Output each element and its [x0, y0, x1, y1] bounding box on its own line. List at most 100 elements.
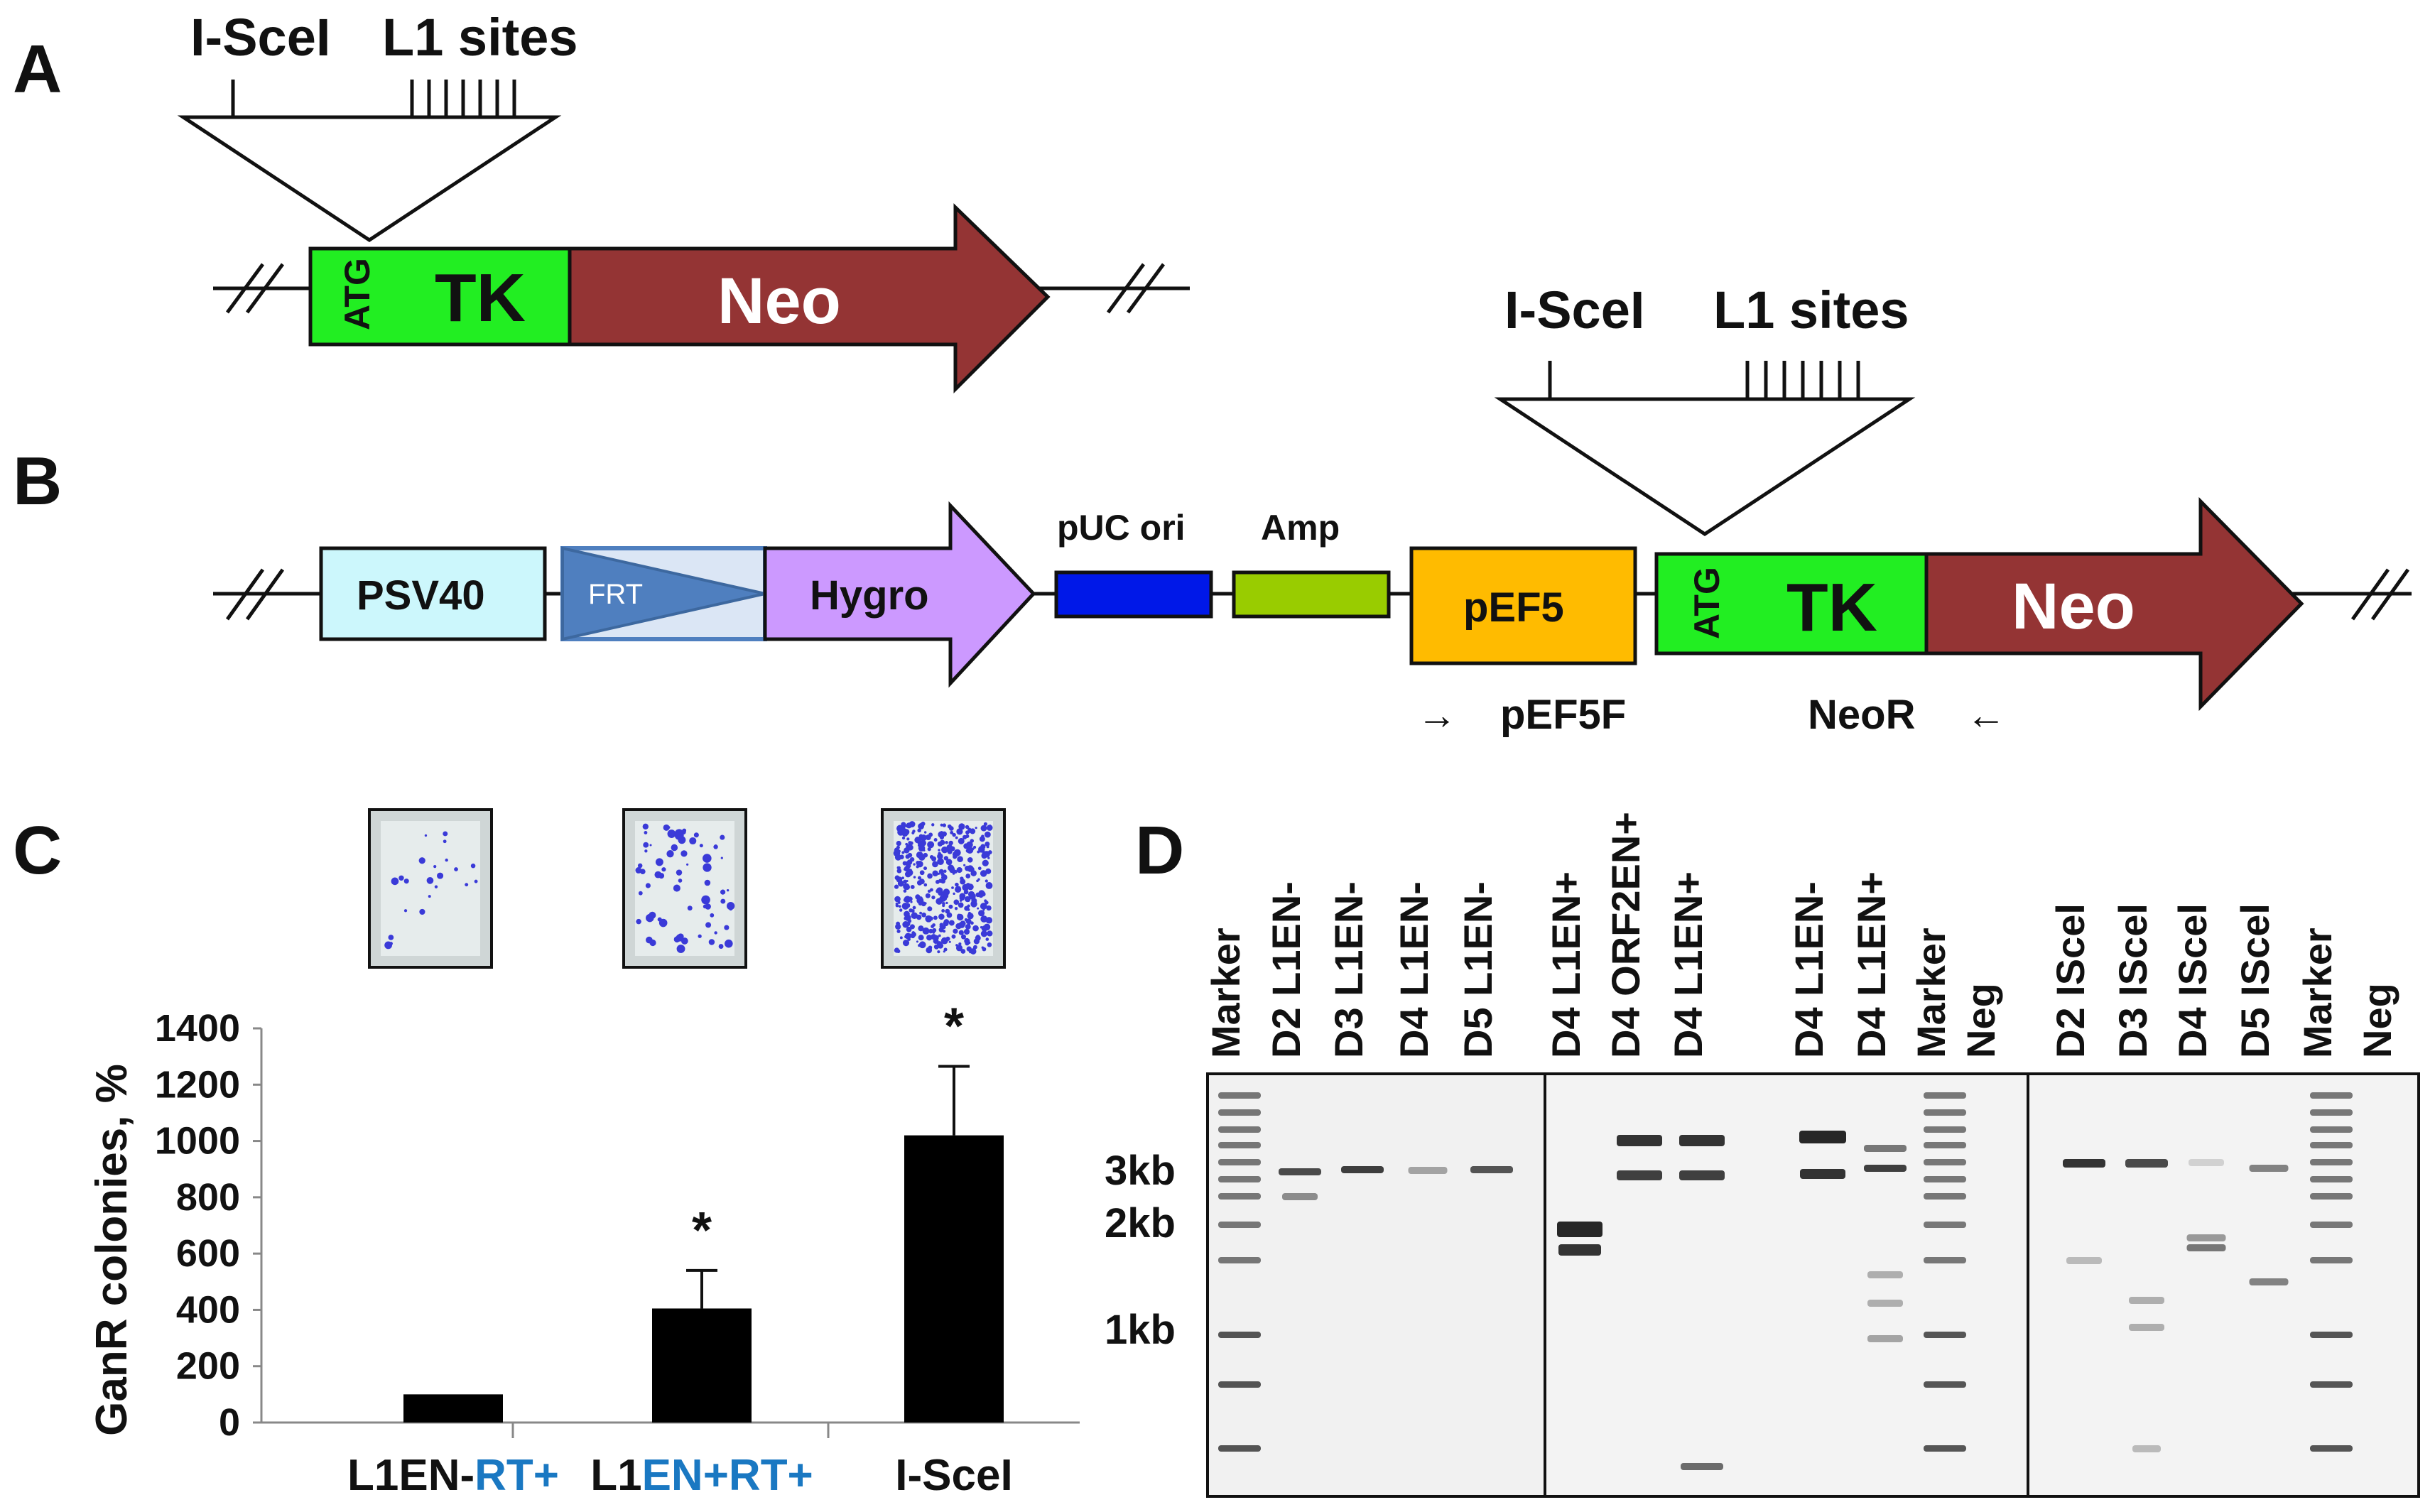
colony-dot [982, 947, 987, 952]
panel-b-primer-f-label: pEF5F [1500, 692, 1626, 738]
panel-b-frt-label: FRT [588, 579, 643, 610]
colony-dot [713, 844, 718, 849]
colony-dot [987, 930, 993, 937]
colony-dot [987, 882, 990, 885]
colony-dot [910, 885, 915, 889]
colony-dot [922, 927, 930, 935]
colony-dot [419, 908, 425, 915]
colony-dot [942, 930, 946, 933]
colony-dot [967, 941, 971, 945]
colony-dot [935, 879, 940, 884]
colony-dot [948, 940, 951, 943]
colony-dot [950, 830, 954, 834]
colony-dot [673, 884, 680, 892]
gel-band [1218, 1222, 1261, 1228]
gel-lane-label: D3 L1EN- [1326, 881, 1371, 1058]
colony-dot [895, 923, 901, 930]
gel-band [1679, 1170, 1725, 1180]
colony-dot [937, 950, 940, 954]
gel-band [1924, 1176, 1966, 1182]
colony-dot [923, 883, 928, 887]
colony-dot [906, 879, 909, 883]
colony-dot [970, 948, 977, 954]
colony-dot [914, 836, 921, 844]
gel-lane-label: Neg [2355, 983, 2399, 1058]
colony-dot [932, 928, 937, 932]
colony-dot [389, 942, 393, 946]
gel-lane-label: D5 L1EN- [1455, 881, 1500, 1058]
ganr-bar-chart: GanR colonies, % 02004006008001000120014… [87, 999, 1080, 1500]
colony-dot [689, 837, 697, 845]
colony-dot [708, 939, 715, 945]
colony-dot [950, 921, 954, 926]
colony-dot [720, 898, 726, 904]
colony-dot [927, 873, 933, 879]
colony-dot [932, 861, 938, 868]
colony-dot [987, 850, 992, 854]
panel-a-l1-sites-label: L1 sites [382, 8, 578, 67]
gel-band [1218, 1092, 1261, 1099]
colony-dot [699, 844, 703, 848]
colony-dot [918, 834, 923, 839]
gel-band [2125, 1159, 2168, 1168]
colony-dot [905, 903, 911, 908]
colony-dot [948, 840, 953, 846]
colony-dot [902, 940, 910, 947]
gel-band [2310, 1176, 2353, 1182]
gel-band [1924, 1332, 1966, 1338]
colony-dot [434, 885, 438, 888]
colony-dot [901, 830, 909, 837]
colony-dot [667, 830, 676, 838]
gel-band [1218, 1142, 1261, 1148]
gel-band [1924, 1142, 1966, 1148]
colony-dot [911, 934, 915, 939]
panel-b-tk-label: TK [1786, 570, 1877, 646]
colony-dot [958, 902, 964, 908]
colony-dot [649, 939, 656, 947]
colony-dot [896, 949, 901, 954]
colony-dot [454, 867, 458, 871]
panel-b-insert-triangle [1494, 397, 1916, 536]
colony-dot [918, 879, 925, 884]
colony-dot [705, 922, 712, 928]
colony-dot [926, 935, 933, 941]
colony-dot [906, 837, 910, 841]
colony-dot [931, 895, 936, 900]
colony-dot [646, 913, 654, 923]
colony-dot [729, 907, 733, 911]
gel-1 [1206, 1072, 1546, 1498]
colony-dot [923, 866, 928, 871]
colony-dot [965, 866, 970, 871]
colony-dot [894, 884, 899, 889]
colony-dot [941, 909, 945, 913]
colony-dot [938, 934, 941, 937]
gel-band [1279, 1168, 1321, 1175]
colony-dot [945, 936, 950, 942]
colony-dot [960, 934, 966, 940]
gel-band [2186, 1234, 2226, 1241]
colony-dot [947, 824, 952, 829]
colony-dot [910, 901, 913, 903]
colony-dot [943, 947, 948, 952]
panel-a-l1-ticks [410, 80, 516, 117]
colony-dot [904, 866, 910, 872]
colony-dot [967, 827, 972, 832]
colony-dot [936, 898, 943, 905]
colony-dot [950, 846, 955, 852]
colony-dot [644, 849, 648, 853]
colony-dot [916, 940, 918, 943]
panel-b-pef5-label: pEF5 [1463, 584, 1564, 631]
gel-band [1679, 1135, 1725, 1146]
colony-dot [904, 914, 911, 921]
colony-dot [913, 863, 916, 866]
colony-dot [918, 925, 924, 932]
colony-plate-isce1 [881, 808, 1006, 969]
colony-dot [940, 871, 945, 876]
panel-b-letter: B [13, 443, 62, 519]
colony-dot [931, 823, 935, 827]
colony-dot [701, 895, 710, 905]
colony-dot [897, 866, 901, 870]
colony-dot [638, 891, 643, 896]
gel-lane-label: D4 L1EN+ [1849, 871, 1894, 1058]
